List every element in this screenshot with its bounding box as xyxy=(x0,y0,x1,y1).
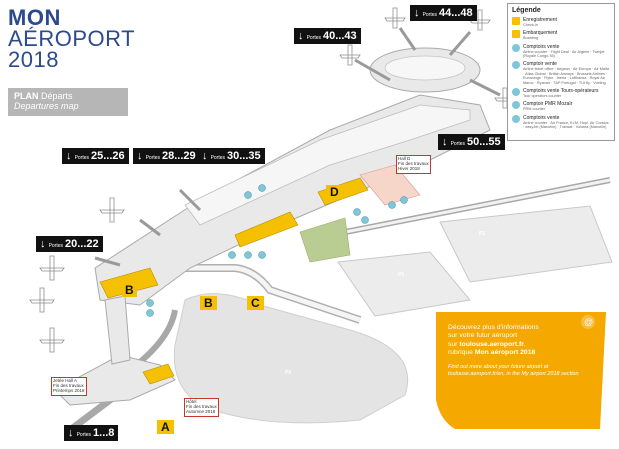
works-zone-d xyxy=(359,164,421,206)
plan-label: PLAN Départs Departures map xyxy=(8,88,128,116)
promo-link[interactable]: toulouse.aeroport.fr xyxy=(459,340,524,348)
service-counter-icon xyxy=(512,43,520,52)
service-counter-icon xyxy=(512,61,520,70)
boarding-icon xyxy=(512,30,520,39)
checkin-icon xyxy=(512,17,520,25)
title-line-2: AÉROPORT xyxy=(8,25,136,51)
jetway xyxy=(94,256,121,267)
terminal-roof-top xyxy=(184,104,471,226)
promo-english: Find out more about your future airport … xyxy=(448,363,579,377)
app-title: MON AÉROPORT 2018 xyxy=(8,5,136,72)
jetway xyxy=(139,218,161,237)
jetway xyxy=(398,27,417,51)
jetway xyxy=(354,58,391,82)
legend-title: Légende xyxy=(512,7,541,14)
hall-b-checkin-label: B xyxy=(200,296,217,310)
parking-p1-label: P1 xyxy=(398,272,405,278)
service-icons xyxy=(146,184,408,317)
promo-badge xyxy=(436,312,606,429)
works-note-hall-a: Jetée Hall A Fin des travaux Printemps 2… xyxy=(51,377,87,396)
plan-label-bold: PLAN xyxy=(14,91,39,101)
plan-label-rest: Départs xyxy=(41,91,73,101)
checkin-hall-c xyxy=(234,211,299,248)
connector-hall-a xyxy=(104,295,131,365)
jetway xyxy=(469,78,501,97)
title-line-3: 2018 xyxy=(8,46,59,72)
checkin-hall-a xyxy=(142,363,175,385)
parking-p2-label: P2 xyxy=(479,231,486,237)
promo-at-icon xyxy=(581,315,595,329)
highway-road-inner xyxy=(329,178,611,237)
works-note-hotel: Hôtel Fin des travaux Automne 2018 xyxy=(184,398,219,417)
airplane-icon xyxy=(29,7,516,353)
hall-d-label: D xyxy=(326,185,343,199)
hall-a-label: A xyxy=(157,420,174,434)
hall-b-label: B xyxy=(122,283,137,297)
plan-subtitle: Departures map xyxy=(14,101,79,111)
hall-c-label: C xyxy=(247,296,264,310)
service-counter-icon xyxy=(512,114,520,123)
title-line-1: MON xyxy=(8,5,61,30)
service-counter-icon xyxy=(512,87,520,96)
satellite-roof xyxy=(384,55,466,81)
promo-text: Découvrez plus d'informations sur votre … xyxy=(448,324,588,378)
parking-p0-label: P0 xyxy=(285,370,292,376)
works-note-hall-d: Hall D Fin des travaux Hiver 2018 xyxy=(396,155,431,174)
jetway xyxy=(448,31,472,56)
green-area xyxy=(299,217,351,263)
service-counter-icon xyxy=(512,101,520,110)
parking-p2-lot xyxy=(439,205,613,283)
jetway xyxy=(178,188,202,212)
promo-at-glyph: @ xyxy=(584,317,593,327)
parking-p1-lot xyxy=(337,251,471,317)
